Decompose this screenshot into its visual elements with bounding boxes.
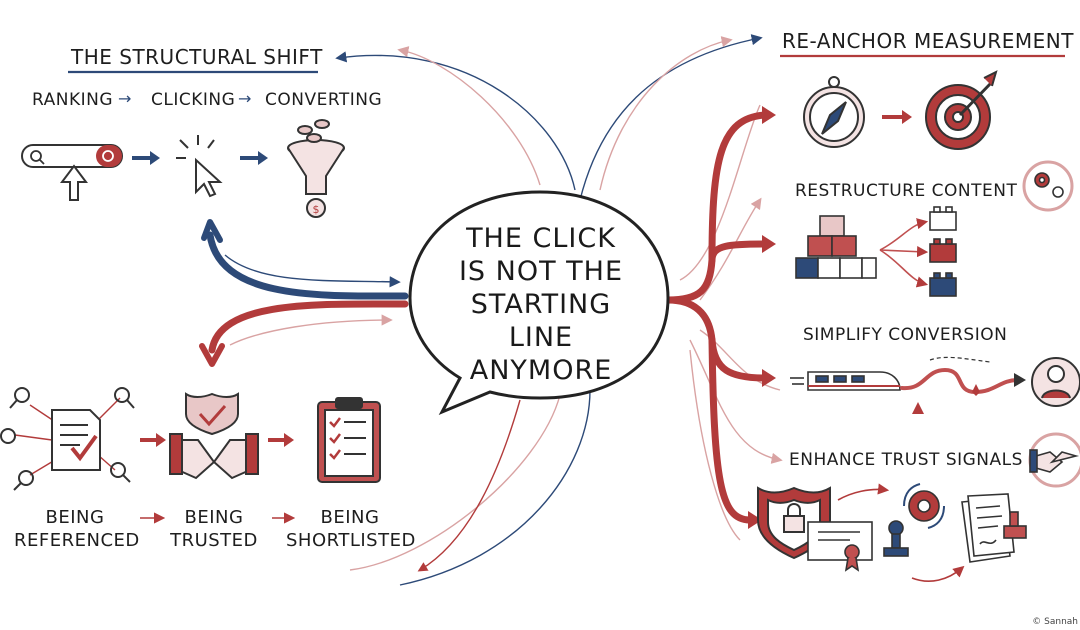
cursor-click-icon	[176, 135, 223, 198]
trusted-handshake-shield-icon	[169, 392, 259, 480]
label-line: SHORTLISTED	[286, 530, 416, 551]
simplify-conversion-label: SIMPLIFY CONVERSION	[803, 325, 1008, 345]
content-blocks-icon	[795, 215, 877, 279]
documents-icon	[961, 493, 1027, 563]
arrow-icon	[882, 110, 912, 124]
referenced-document-network-icon	[0, 387, 135, 491]
train-icon	[790, 371, 901, 391]
bottom-flow-arrows	[140, 433, 296, 524]
center-line: ANYMORE	[469, 355, 613, 386]
trust-flow-arrows	[837, 483, 965, 582]
restructure-content-label: RESTRUCTURE CONTENT	[795, 181, 1018, 201]
center-speech-bubble	[408, 190, 670, 415]
label-line: TRUSTED	[170, 530, 258, 551]
target-icon	[925, 70, 998, 150]
center-line: THE CLICK	[466, 223, 616, 254]
center-message: THE CLICK IS NOT THE STARTING LINE ANYMO…	[440, 222, 642, 387]
compass-icon	[803, 76, 865, 148]
shortlist-clipboard-icon	[317, 397, 381, 483]
lego-brick-icon	[929, 206, 957, 297]
label-line: REFERENCED	[14, 530, 140, 551]
right-branches	[664, 111, 769, 524]
handshake-icon	[1028, 432, 1080, 488]
being-trusted-label: BEING TRUSTED	[162, 506, 266, 552]
dollar-icon: $	[313, 203, 320, 216]
search-bar-icon	[21, 144, 123, 201]
label-line: BEING	[184, 507, 244, 528]
arrow-icon	[132, 151, 268, 165]
center-line: IS NOT THE	[458, 256, 624, 287]
copyright-text: © Sannah	[1032, 617, 1078, 627]
structural-shift-title: THE STRUCTURAL SHIFT	[71, 45, 323, 69]
stamp-icon	[883, 520, 909, 557]
certificate-icon	[807, 521, 873, 572]
label-line: BEING	[45, 507, 105, 528]
left-branches	[199, 219, 409, 367]
user-avatar-icon	[1031, 357, 1080, 407]
being-referenced-label: BEING REFERENCED	[14, 506, 140, 552]
flow-step-clicking: CLICKING	[151, 90, 236, 110]
funnel-coin-icon	[287, 119, 345, 218]
flow-step-converting: CONVERTING	[265, 90, 383, 110]
re-anchor-measurement-title: RE-ANCHOR MEASUREMENT	[782, 29, 1074, 53]
arrow-icon: →	[118, 89, 132, 108]
branch-split-lines	[879, 218, 929, 288]
arrow-icon: →	[238, 89, 252, 108]
enhance-trust-signals-label: ENHANCE TRUST SIGNALS	[789, 450, 1023, 470]
center-line: STARTING LINE	[470, 289, 612, 353]
gear-icon	[903, 483, 945, 529]
right-branch-heads	[748, 106, 776, 529]
being-shortlisted-label: BEING SHORTLISTED	[286, 506, 416, 552]
gear-icon	[1022, 160, 1074, 212]
label-line: BEING	[320, 507, 380, 528]
winding-path-icon	[900, 356, 1026, 414]
flow-step-ranking: RANKING	[32, 90, 114, 110]
